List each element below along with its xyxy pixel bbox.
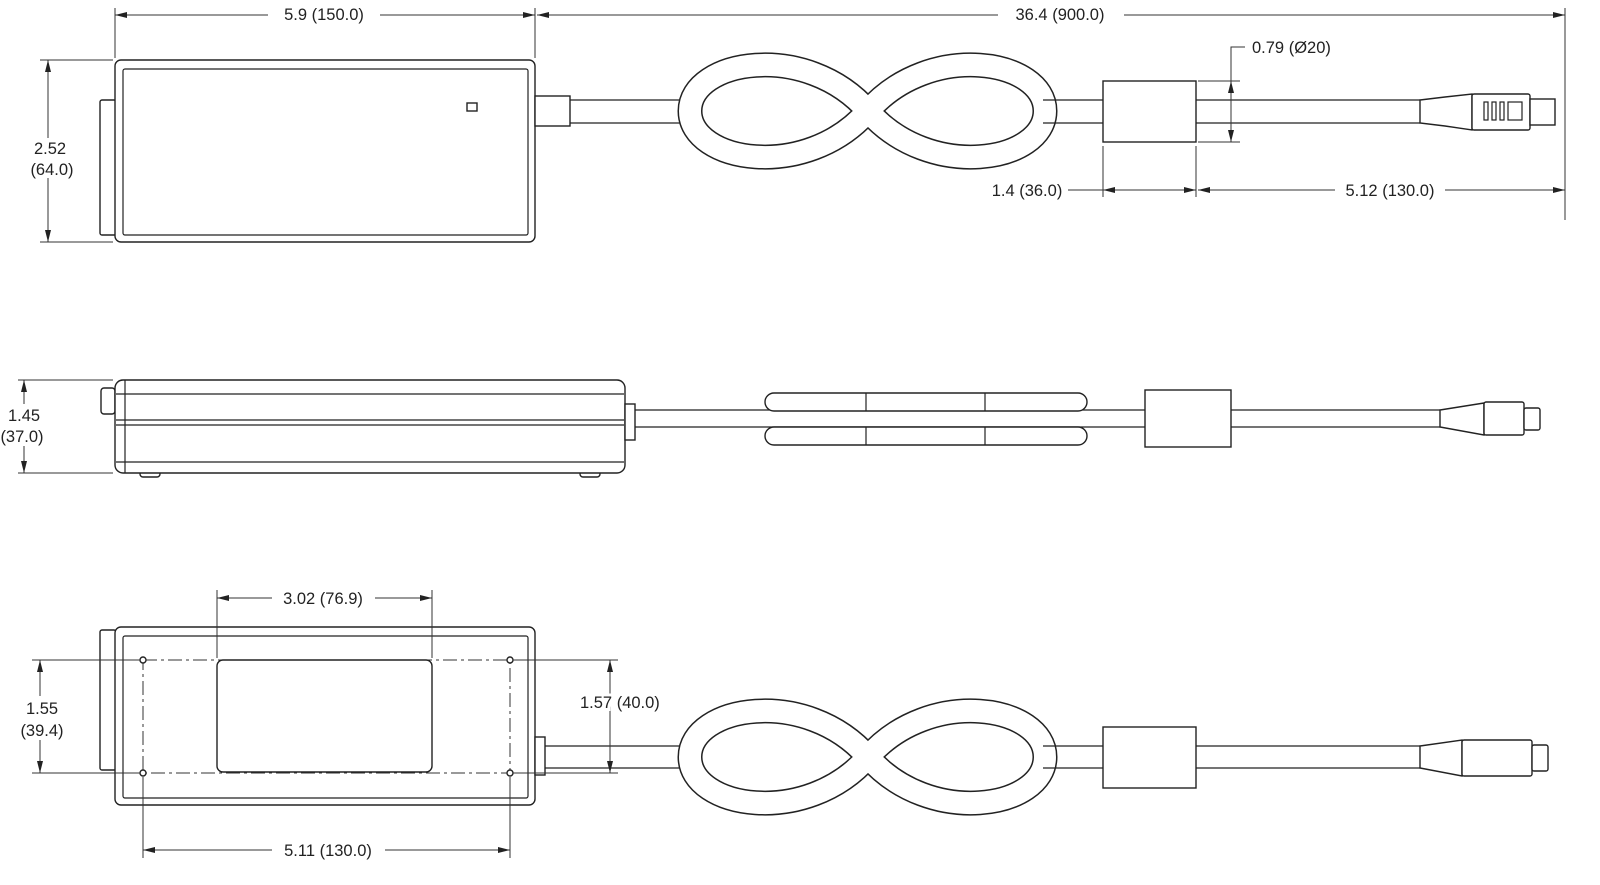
dc-plug xyxy=(1471,93,1531,131)
width-dimension-in: 2.52 xyxy=(34,140,66,158)
cable-loop-side xyxy=(764,392,1088,446)
cord-clip xyxy=(99,99,117,236)
strain-relief xyxy=(534,95,571,127)
height-dimension-in: 1.45 xyxy=(8,407,40,425)
top-view: 5.9 (150.0) 36.4 (900.0) 2.52 (64.0) 0.7… xyxy=(30,6,1566,243)
plug-boot xyxy=(1419,93,1473,131)
ferrite-core xyxy=(1144,389,1232,448)
cable-loop xyxy=(677,698,1058,816)
strain-relief xyxy=(624,403,636,441)
width-dimension-mm: (64.0) xyxy=(30,161,73,179)
height-dimension-mm: (37.0) xyxy=(0,428,43,446)
label-width-dimension: 3.02 (76.9) xyxy=(283,590,363,608)
ferrite-diameter-dimension: 0.79 (Ø20) xyxy=(1252,39,1331,57)
label-area xyxy=(216,659,433,773)
mounting-hole xyxy=(506,656,514,664)
cable-loop xyxy=(677,52,1058,170)
cord-clip xyxy=(100,387,116,415)
led-indicator xyxy=(466,102,478,112)
dc-plug xyxy=(1483,401,1525,436)
mounting-hole xyxy=(139,656,147,664)
ferrite-length-dimension: 1.4 (36.0) xyxy=(992,182,1063,200)
hole-spacing-y-mm: (39.4) xyxy=(20,722,63,740)
plug-boot xyxy=(1419,739,1463,777)
hole-spacing-x-dimension: 5.11 (130.0) xyxy=(284,842,372,860)
bottom-view: 3.02 (76.9) 1.55 (39.4) 1.57 (40.0) 5.11… xyxy=(20,590,1549,860)
ferrite-core xyxy=(1102,80,1197,143)
strain-relief xyxy=(534,736,546,776)
adapter-body xyxy=(114,59,536,243)
plug-tip xyxy=(1531,744,1549,772)
plug-tip xyxy=(1523,407,1541,431)
cord-clip xyxy=(99,629,117,771)
cable-length-dimension: 36.4 (900.0) xyxy=(1016,6,1105,24)
side-view: 1.45 (37.0) xyxy=(0,379,1541,478)
length-dimension: 5.9 (150.0) xyxy=(284,6,364,24)
ferrite-to-plug-dimension: 5.12 (130.0) xyxy=(1346,182,1435,200)
mounting-hole xyxy=(506,769,514,777)
hole-spacing-y-alt: 1.57 (40.0) xyxy=(580,694,660,712)
ferrite-core xyxy=(1102,726,1197,789)
hole-spacing-y-in: 1.55 xyxy=(26,700,58,718)
dc-plug xyxy=(1461,739,1533,777)
mounting-hole xyxy=(139,769,147,777)
plug-tip xyxy=(1529,98,1556,126)
plug-boot xyxy=(1439,402,1485,436)
